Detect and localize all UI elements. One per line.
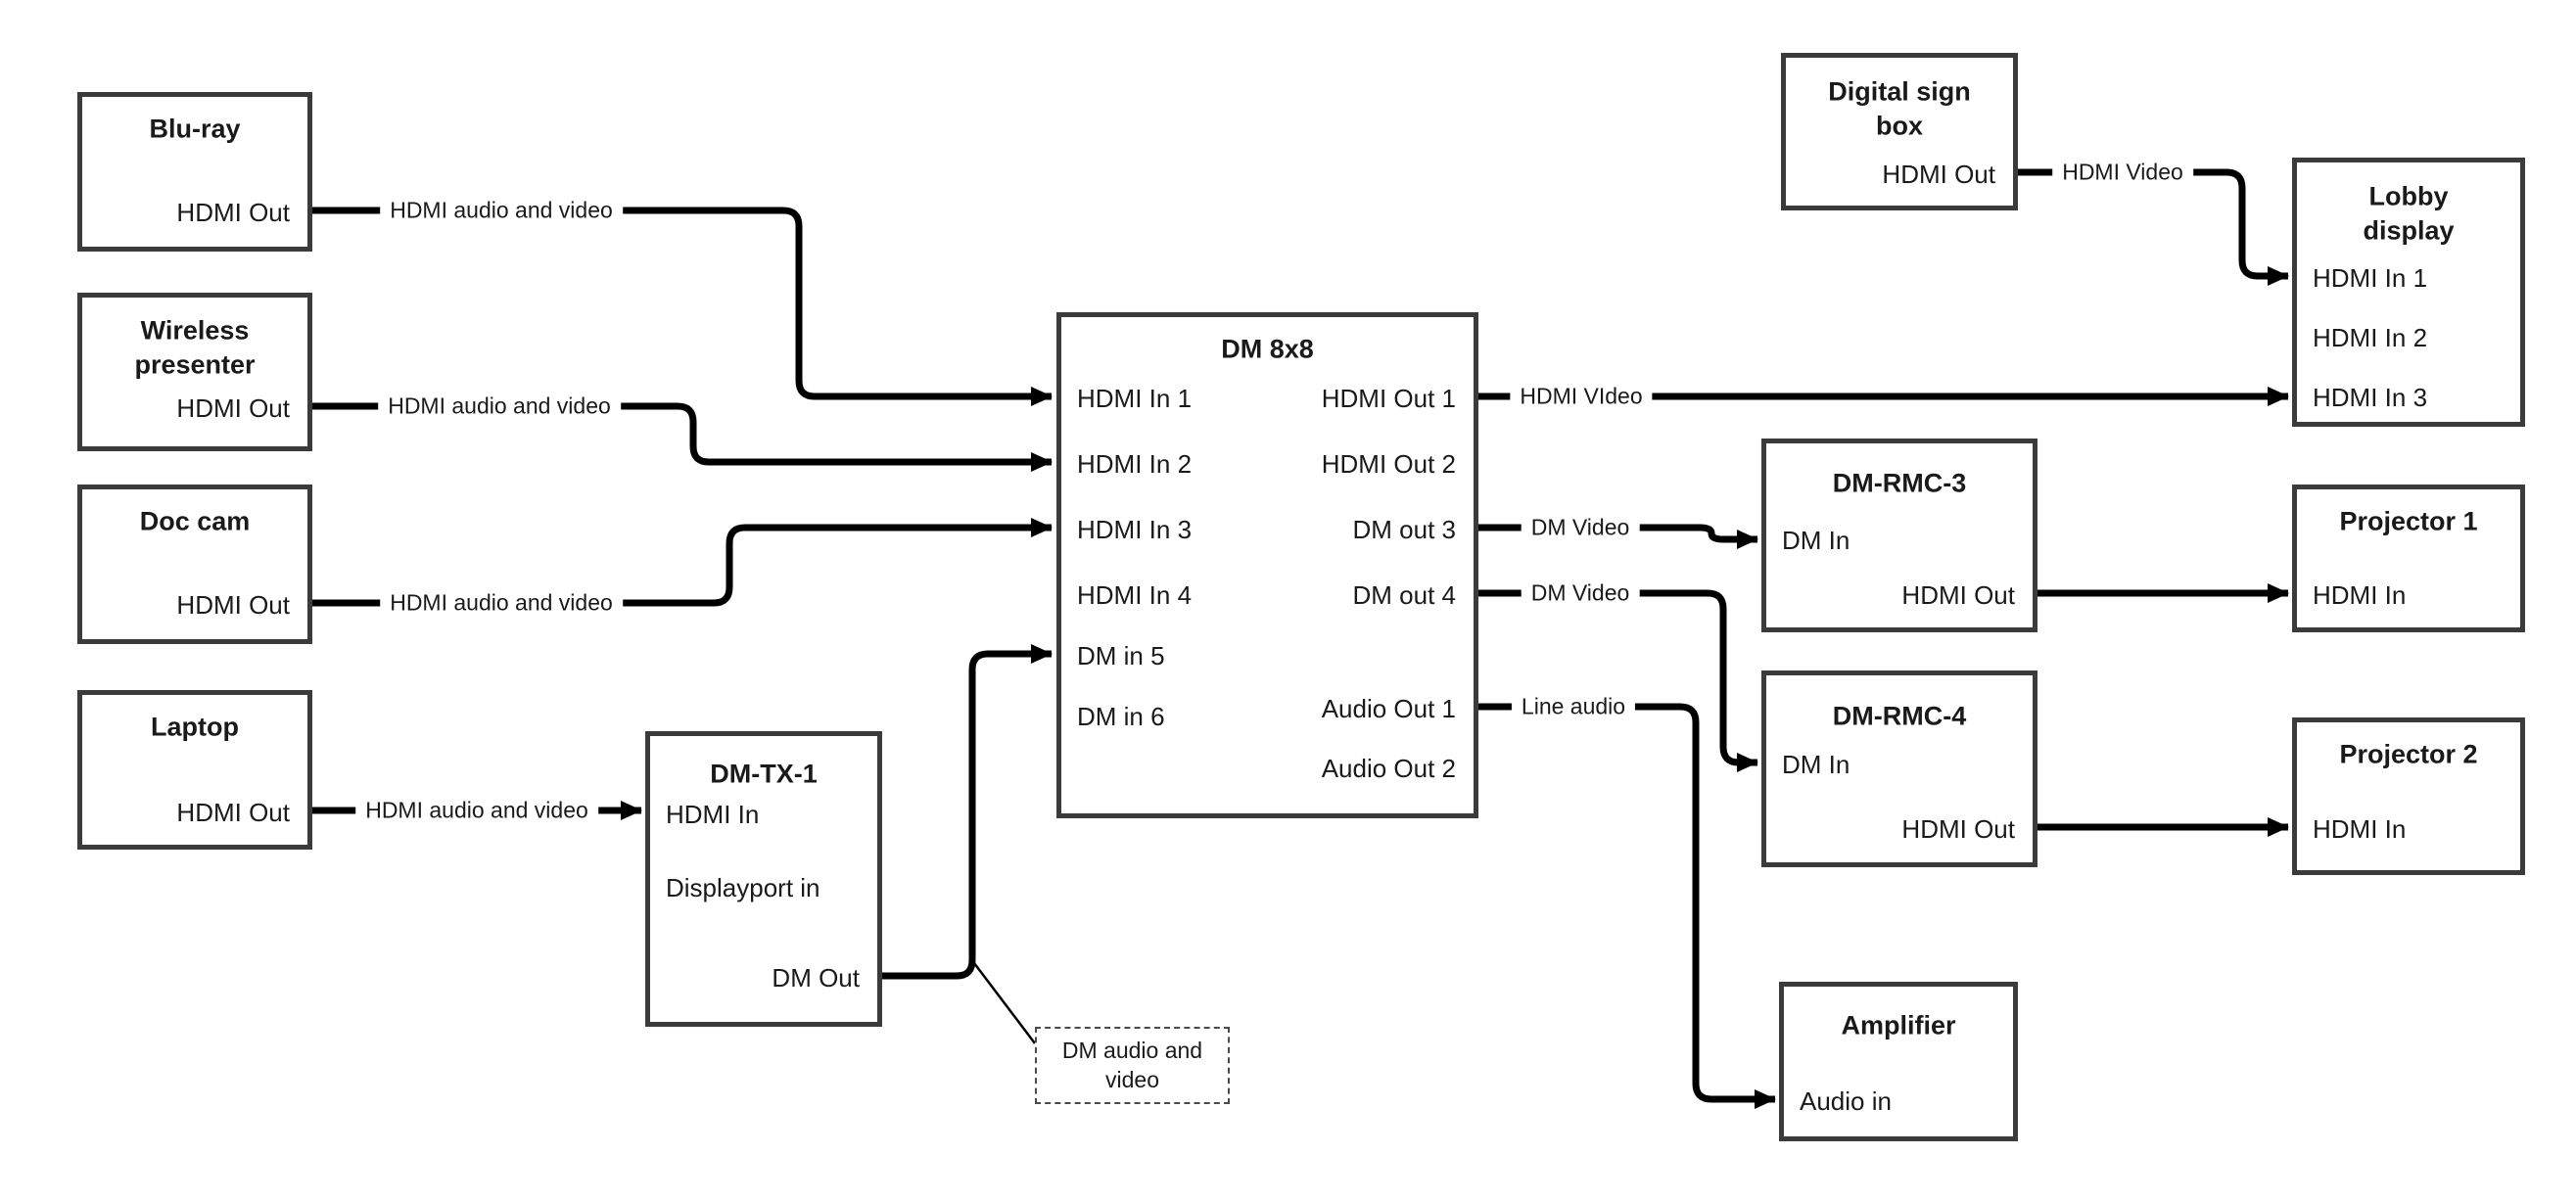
port-hdmi-out: HDMI Out — [176, 798, 290, 827]
port-hdmi-in: HDMI In — [666, 800, 760, 829]
port-dm-out: DM Out — [772, 963, 860, 993]
node-title: DM-RMC-4 — [1832, 701, 1967, 731]
port-hdmi-in: HDMI In — [2313, 814, 2407, 844]
node-title: Blu-ray — [149, 114, 241, 144]
note-dm-audio-video: DM audio and video — [1035, 1027, 1230, 1104]
port-dm-out-4: DM out 4 — [1352, 580, 1457, 610]
port-hdmi-out-1: HDMI Out 1 — [1321, 384, 1456, 413]
port-hdmi-out: HDMI Out — [1882, 160, 1995, 189]
port-hdmi-in-3: HDMI In 3 — [1077, 515, 1193, 544]
node-lobby-display[interactable]: Lobby display HDMI In 1 HDMI In 2 HDMI I… — [2292, 158, 2525, 427]
wire-label-signbox: HDMI Video — [2052, 156, 2193, 189]
node-title: Laptop — [151, 712, 239, 742]
wire-label-doccam: HDMI audio and video — [380, 586, 623, 620]
node-dm-8x8[interactable]: DM 8x8 HDMI In 1 HDMI In 2 HDMI In 3 HDM… — [1056, 312, 1478, 818]
port-hdmi-out: HDMI Out — [1901, 580, 2015, 610]
node-blu-ray[interactable]: Blu-ray HDMI Out — [77, 92, 312, 252]
port-hdmi-out: HDMI Out — [176, 393, 290, 423]
wire-doccam-to-dm8x8-in3 — [308, 518, 1053, 607]
node-title: Projector 2 — [2339, 739, 2478, 769]
node-title: Projector 1 — [2339, 506, 2478, 536]
node-dm-rmc-4[interactable]: DM-RMC-4 DM In HDMI Out — [1761, 670, 2037, 867]
port-hdmi-in-3: HDMI In 3 — [2313, 383, 2428, 412]
node-wireless-presenter[interactable]: Wireless presenter HDMI Out — [77, 293, 312, 451]
node-title: DM-RMC-3 — [1832, 468, 1967, 498]
wire-label-dm-video-out4: DM Video — [1521, 577, 1640, 610]
wire-dm8x8-audio1-to-amp — [1475, 703, 1776, 1109]
port-hdmi-out: HDMI Out — [176, 198, 290, 227]
port-hdmi-out: HDMI Out — [1901, 814, 2015, 844]
wire-dm8x8-out4-to-rmc4 — [1475, 589, 1758, 772]
node-laptop[interactable]: Laptop HDMI Out — [77, 690, 312, 850]
port-dm-in: DM In — [1782, 526, 1850, 555]
port-hdmi-in-2: HDMI In 2 — [2313, 323, 2428, 352]
port-dm-in: DM In — [1782, 750, 1850, 779]
note-leader-line — [973, 962, 1036, 1044]
port-audio-out-2: Audio Out 2 — [1321, 754, 1456, 783]
node-digital-sign-box[interactable]: Digital sign box HDMI Out — [1781, 53, 2018, 210]
node-dm-tx-1[interactable]: DM-TX-1 HDMI In Displayport in DM Out — [645, 731, 882, 1027]
node-title: Amplifier — [1841, 1010, 1956, 1040]
node-title: DM-TX-1 — [710, 759, 818, 789]
note-text: DM audio and video — [1061, 1037, 1203, 1092]
wire-wireless-to-dm8x8-in2 — [308, 402, 1053, 472]
wire-dmtx1-to-dm8x8-in5 — [878, 644, 1053, 980]
wire-bluray-to-dm8x8-in1 — [308, 207, 1053, 406]
node-title: DM 8x8 — [1221, 334, 1314, 364]
node-title: Wireless presenter — [134, 315, 256, 379]
port-dm-out-3: DM out 3 — [1352, 515, 1457, 544]
port-audio-out-1: Audio Out 1 — [1321, 694, 1456, 723]
port-hdmi-in-1: HDMI In 1 — [1077, 384, 1193, 413]
node-title: Doc cam — [139, 506, 251, 536]
port-hdmi-out: HDMI Out — [176, 590, 290, 620]
wire-label-line-audio: Line audio — [1511, 690, 1636, 723]
wire-dm8x8-out3-to-rmc3 — [1475, 524, 1758, 549]
node-doc-cam[interactable]: Doc cam HDMI Out — [77, 485, 312, 644]
port-hdmi-in: HDMI In — [2313, 580, 2407, 610]
port-hdmi-out-2: HDMI Out 2 — [1321, 449, 1456, 479]
port-audio-in: Audio in — [1800, 1086, 1892, 1116]
node-amplifier[interactable]: Amplifier Audio in — [1779, 982, 2018, 1141]
port-hdmi-in-1: HDMI In 1 — [2313, 263, 2428, 293]
node-projector-1[interactable]: Projector 1 HDMI In — [2292, 485, 2525, 632]
wire-label-wireless: HDMI audio and video — [378, 390, 621, 423]
wire-signbox-to-lobby-in1 — [2014, 168, 2289, 286]
node-dm-rmc-3[interactable]: DM-RMC-3 DM In HDMI Out — [1761, 439, 2037, 632]
port-dm-in-5: DM in 5 — [1077, 641, 1165, 670]
port-displayport-in: Displayport in — [666, 873, 820, 902]
port-hdmi-in-2: HDMI In 2 — [1077, 449, 1193, 479]
node-title: Digital sign box — [1828, 76, 1971, 140]
wire-label-hdmi-video-out1: HDMI VIdeo — [1510, 380, 1653, 413]
port-hdmi-in-4: HDMI In 4 — [1077, 580, 1193, 610]
wire-label-bluray: HDMI audio and video — [380, 194, 623, 227]
node-projector-2[interactable]: Projector 2 HDMI In — [2292, 717, 2525, 875]
wire-label-laptop: HDMI audio and video — [355, 794, 598, 827]
port-dm-in-6: DM in 6 — [1077, 702, 1165, 731]
node-title: Lobby display — [2363, 181, 2455, 245]
wire-label-dm-video-out3: DM Video — [1521, 511, 1640, 544]
